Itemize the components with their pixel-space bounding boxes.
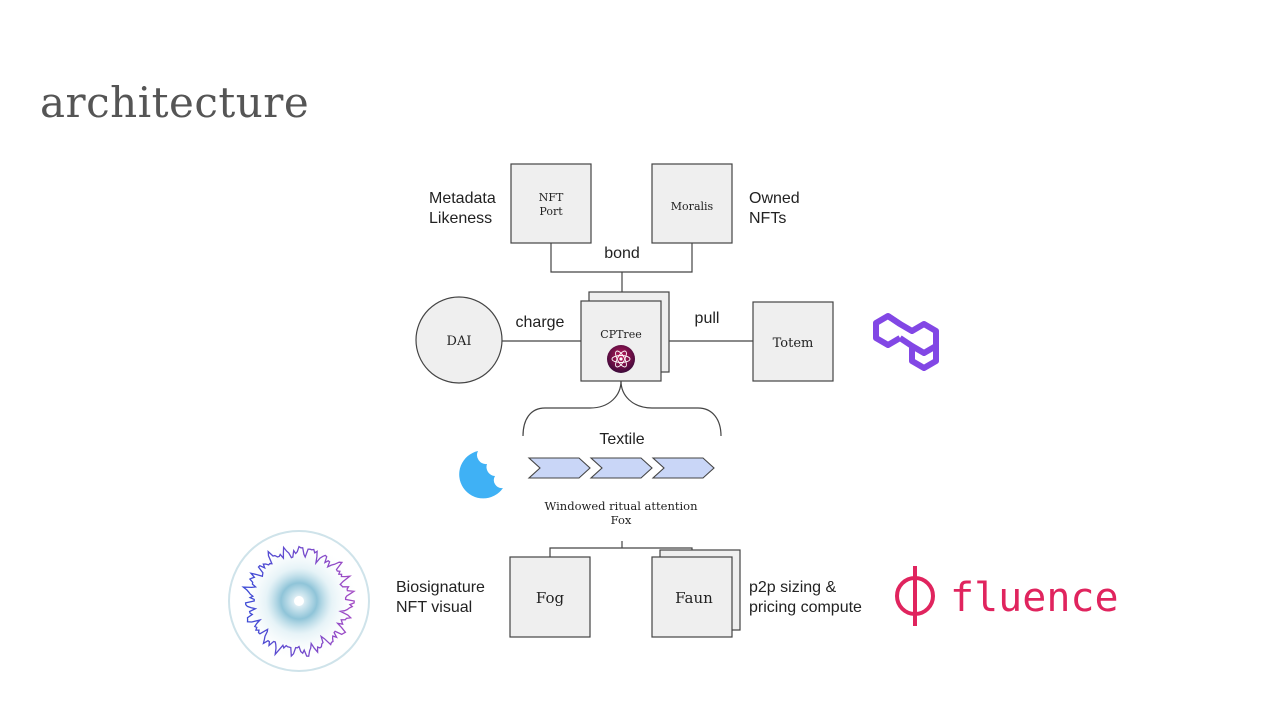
- polygon-logo-icon: [873, 313, 939, 371]
- totem-label: Totem: [773, 336, 814, 351]
- fluence-wordmark: fluence: [950, 575, 1119, 621]
- p2p-label-2: pricing compute: [749, 599, 862, 616]
- pipeline-chevrons: [527, 457, 715, 479]
- biosignature-label-1: Biosignature: [396, 579, 485, 596]
- owned-label-1: Owned: [749, 190, 800, 207]
- charge-label: charge: [516, 314, 565, 331]
- metadata-label-2: Likeness: [429, 210, 492, 227]
- biosignature-visual-icon: [228, 530, 370, 672]
- textile-brace-left: [522, 380, 622, 437]
- chevron-3: [651, 457, 715, 479]
- page-title: architecture: [40, 78, 310, 127]
- biosignature-label-2: NFT visual: [396, 599, 472, 616]
- dai-node: [415, 296, 503, 384]
- moralis-label: Moralis: [671, 200, 714, 213]
- dai-label: DAI: [447, 334, 472, 349]
- faun-label: Faun: [675, 589, 713, 607]
- chevron-2: [589, 457, 653, 479]
- blue-bubble-logo-icon: [459, 451, 503, 499]
- nft-port-label-2: Port: [539, 205, 563, 218]
- fluence-logo: fluence: [895, 566, 1119, 626]
- totem-box: [752, 301, 834, 382]
- owned-label-2: NFTs: [749, 210, 786, 227]
- bond-label: bond: [604, 245, 640, 262]
- windowed-label-1: Windowed ritual attention: [545, 499, 699, 513]
- windowed-label-2: Fox: [611, 513, 632, 527]
- metadata-label-1: Metadata: [429, 190, 496, 207]
- textile-brace-right: [620, 380, 722, 437]
- faun-box: [651, 556, 733, 638]
- nft-port-box: [510, 163, 592, 244]
- fog-label: Fog: [536, 589, 565, 607]
- textile-label: Textile: [599, 431, 644, 448]
- chevron-1: [527, 457, 591, 479]
- p2p-label-1: p2p sizing &: [749, 579, 836, 596]
- fog-box: [509, 556, 591, 638]
- pull-label: pull: [695, 310, 720, 327]
- nft-port-label-1: NFT: [539, 191, 564, 204]
- cptree-label: CPTree: [600, 328, 641, 341]
- atom-icon: [607, 345, 635, 373]
- moralis-box: [651, 163, 733, 244]
